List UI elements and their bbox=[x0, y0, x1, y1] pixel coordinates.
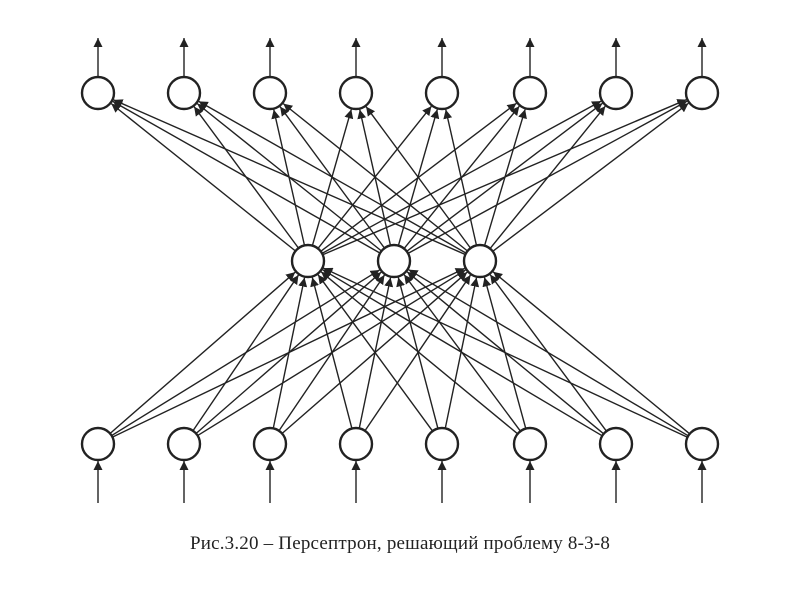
connection-hidden-3-output-8 bbox=[492, 102, 689, 252]
output-neuron-5 bbox=[424, 75, 460, 111]
connection-input-8-hidden-3 bbox=[492, 271, 691, 435]
connection-input-4-hidden-1 bbox=[310, 277, 353, 429]
neurons bbox=[80, 75, 720, 462]
input-neuron-1 bbox=[80, 426, 116, 462]
input-neuron-3 bbox=[252, 426, 288, 462]
output-neuron-4 bbox=[338, 75, 374, 111]
connection-input-2-hidden-1 bbox=[192, 274, 300, 432]
connection-hidden-3-output-6 bbox=[483, 109, 527, 246]
output-neuron-6 bbox=[512, 75, 548, 111]
output-neuron-1 bbox=[80, 75, 116, 111]
connection-hidden-3-output-2 bbox=[198, 100, 467, 254]
connection-hidden-1-output-1 bbox=[110, 103, 296, 252]
connection-hidden-3-output-7 bbox=[489, 105, 606, 250]
connection-hidden-2-output-1 bbox=[112, 100, 381, 254]
io-arrows bbox=[93, 38, 707, 503]
input-neuron-7 bbox=[598, 426, 634, 462]
hidden-neuron-1 bbox=[290, 243, 326, 279]
connection-input-1-hidden-1 bbox=[109, 271, 296, 435]
connection-input-5-hidden-1 bbox=[317, 274, 434, 432]
connections bbox=[109, 99, 691, 438]
output-neuron-3 bbox=[252, 75, 288, 111]
figure-caption: Рис.3.20 – Персептрон, решающий проблему… bbox=[189, 533, 611, 554]
connection-input-5-hidden-2 bbox=[396, 277, 439, 429]
connection-input-8-hidden-2 bbox=[408, 269, 689, 437]
hidden-neuron-3 bbox=[462, 243, 498, 279]
input-neuron-6 bbox=[512, 426, 548, 462]
connection-hidden-3-output-5 bbox=[443, 109, 478, 246]
connection-input-5-hidden-3 bbox=[444, 277, 480, 429]
connection-input-6-hidden-1 bbox=[320, 271, 519, 435]
connection-hidden-3-output-1 bbox=[113, 99, 466, 256]
input-neuron-2 bbox=[166, 426, 202, 462]
input-neuron-8 bbox=[684, 426, 720, 462]
connection-input-7-hidden-1 bbox=[322, 269, 603, 437]
hidden-neuron-2 bbox=[376, 243, 412, 279]
connection-hidden-3-output-3 bbox=[282, 103, 468, 252]
output-neuron-8 bbox=[684, 75, 720, 111]
connection-input-8-hidden-1 bbox=[323, 267, 688, 438]
output-neuron-2 bbox=[166, 75, 202, 111]
output-neuron-7 bbox=[598, 75, 634, 111]
connection-hidden-3-output-4 bbox=[365, 106, 472, 249]
input-neuron-4 bbox=[338, 426, 374, 462]
connection-input-3-hidden-1 bbox=[272, 277, 308, 429]
input-neuron-5 bbox=[424, 426, 460, 462]
